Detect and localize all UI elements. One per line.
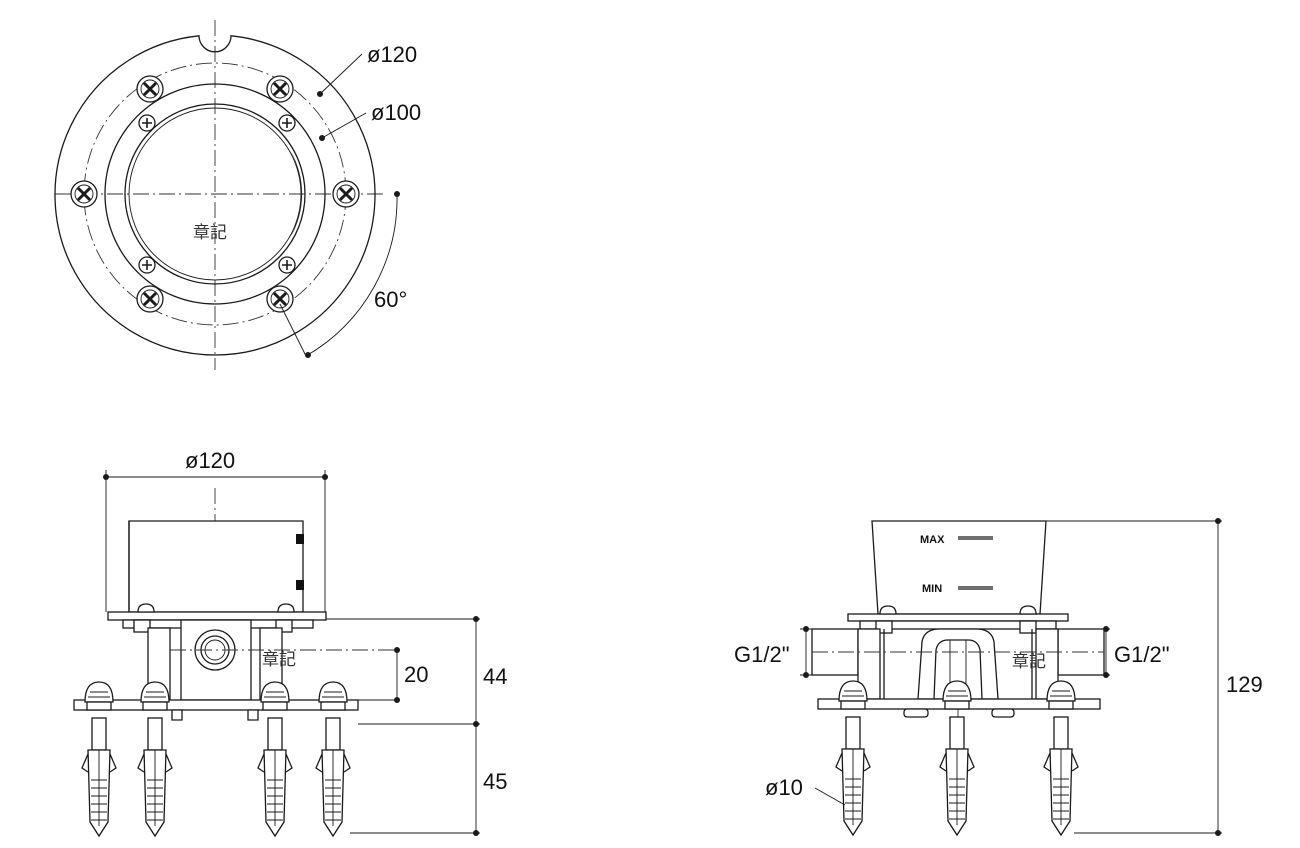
screw-icon	[135, 284, 165, 314]
inlet-offset-label: 20	[404, 662, 428, 687]
base-plate	[73, 699, 359, 711]
left-thread-label: G1/2"	[734, 642, 790, 667]
angle-label: 60°	[374, 287, 407, 312]
anchor-bolt-icon	[257, 681, 293, 837]
outer-diameter-label: ø120	[367, 42, 417, 67]
anchor-bolt-icon	[81, 681, 117, 837]
total-height-label: 129	[1226, 672, 1263, 697]
screw-icon	[265, 284, 295, 314]
anchor-bolt-icon	[835, 680, 871, 836]
bolt-circle-label: ø100	[371, 100, 421, 125]
anchor-bolt-icon	[137, 681, 173, 837]
anchor-bolt-icon	[1043, 680, 1079, 836]
anchor-bolt-icon	[315, 681, 351, 837]
screw-icon	[331, 179, 361, 209]
plus-screw-icon	[138, 114, 156, 132]
screw-icon	[135, 74, 165, 104]
level-min-label: MIN	[922, 583, 942, 595]
stamp-mark: 章記	[1012, 652, 1046, 672]
plus-screw-icon	[278, 256, 296, 274]
anchor-diameter-label: ø10	[765, 775, 803, 800]
plus-screw-icon	[138, 256, 156, 274]
side-view: MAX MIN 章記 G1/2" G1/2"	[734, 518, 1263, 836]
top-view: ø120 ø100 60° 章記	[54, 20, 421, 370]
body-ring	[124, 103, 306, 285]
screw-icon	[69, 179, 99, 209]
level-max-label: MAX	[920, 534, 945, 546]
front-view: ø120 20 章記	[73, 448, 507, 837]
stamp-mark: 章記	[262, 650, 296, 670]
upper-height-label: 44	[483, 664, 507, 689]
plus-screw-icon	[278, 114, 296, 132]
stamp-mark: 章記	[193, 223, 227, 243]
width-diameter-label: ø120	[185, 448, 235, 473]
lower-height-label: 45	[483, 769, 507, 794]
right-thread-label: G1/2"	[1114, 642, 1170, 667]
inner-ring	[104, 83, 326, 305]
anchor-bolt-icon	[939, 680, 975, 836]
flange-outline	[54, 35, 376, 356]
screw-icon	[265, 74, 295, 104]
